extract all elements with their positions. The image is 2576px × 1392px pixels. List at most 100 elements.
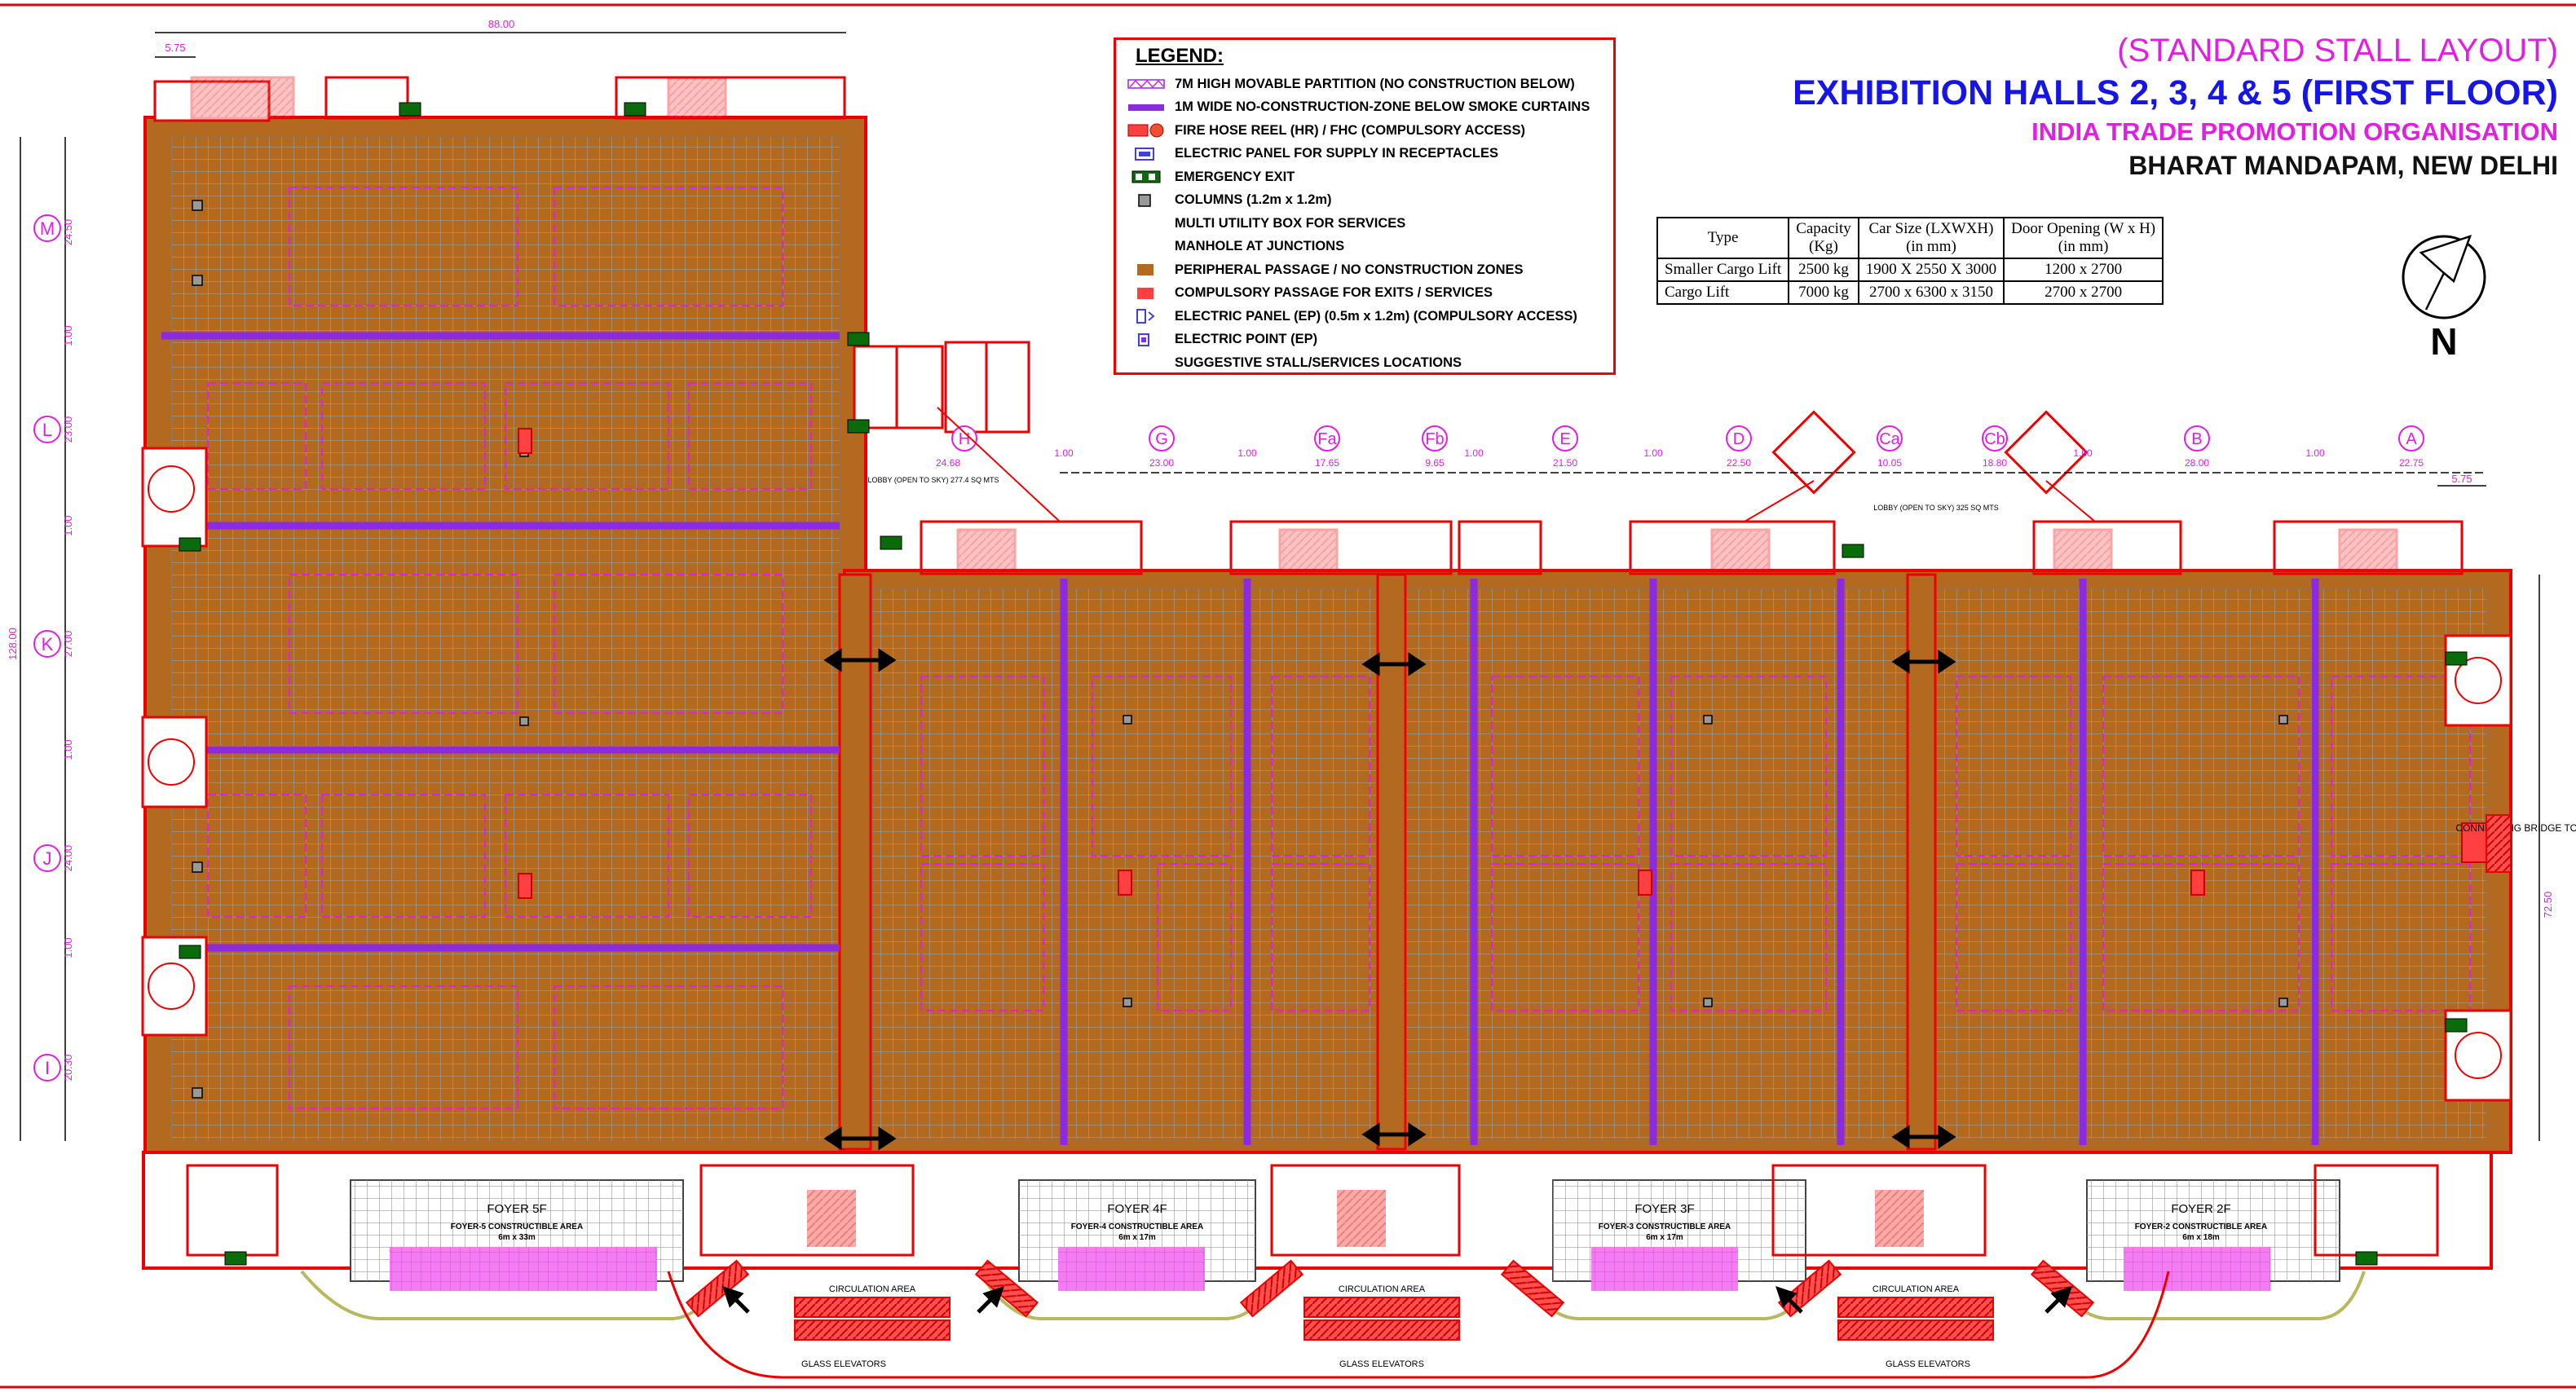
dim-top-width: 88.00 bbox=[488, 18, 515, 30]
grid-row-label: I bbox=[45, 1058, 50, 1078]
peripheral-passage bbox=[838, 573, 872, 1151]
dim-top-seg: 24.68 bbox=[936, 457, 960, 469]
compulsory-passage-icon bbox=[1127, 286, 1165, 301]
emergency-exit-icon bbox=[1127, 170, 1165, 184]
circulation-label: CIRCULATION AREA bbox=[1339, 1284, 1426, 1294]
grid-row-label: M bbox=[40, 218, 55, 239]
entry-arrows bbox=[722, 1286, 2072, 1314]
dim-left-seg: 23.00 bbox=[62, 416, 74, 443]
dim-top-seg: 9.65 bbox=[1425, 457, 1445, 469]
foyer-area-size: 6m x 18m bbox=[2182, 1233, 2220, 1242]
legend-label: 1M WIDE NO-CONSTRUCTION-ZONE BELOW SMOKE… bbox=[1175, 99, 1590, 115]
foyer-name: FOYER 4F bbox=[1107, 1202, 1167, 1216]
grid-col-label: Fa bbox=[1317, 430, 1337, 448]
foyer-name: FOYER 3F bbox=[1634, 1202, 1694, 1216]
glass-elevators-label: GLASS ELEVATORS bbox=[1886, 1359, 1970, 1369]
lobby-left-label: LOBBY (OPEN TO SKY) 277.4 SQ MTS bbox=[867, 476, 999, 484]
foyer-2f bbox=[2086, 1179, 2340, 1291]
foyer-area-title: FOYER-2 CONSTRUCTIBLE AREA bbox=[2135, 1222, 2267, 1231]
glass-elevators-label: GLASS ELEVATORS bbox=[801, 1359, 886, 1369]
grid-col-markers bbox=[951, 425, 2424, 452]
compass-icon: N bbox=[2402, 234, 2486, 363]
dim-top-seg: 17.65 bbox=[1315, 457, 1339, 469]
table-header: Car Size (LXWXH) (in mm) bbox=[1857, 217, 2005, 259]
layout-type-title: (STANDARD STALL LAYOUT) bbox=[2117, 33, 2558, 68]
legend-item: PERIPHERAL PASSAGE / NO CONSTRUCTION ZON… bbox=[1127, 258, 1602, 282]
foyer-name: FOYER 2F bbox=[2171, 1202, 2230, 1216]
peripheral-passage bbox=[1376, 573, 1407, 1151]
grid-row-label: L bbox=[42, 420, 52, 440]
dim-top-seg: 1.00 bbox=[1237, 447, 1257, 459]
legend: LEGEND: 7M HIGH MOVABLE PARTITION (NO CO… bbox=[1114, 37, 1616, 375]
stall-outlines bbox=[207, 187, 2471, 1109]
dim-left-seg: 20.30 bbox=[62, 1055, 74, 1081]
dim-top-seg: 23.00 bbox=[1149, 457, 1174, 469]
dim-left-seg: 1.00 bbox=[62, 937, 74, 958]
grid-col-label: B bbox=[2191, 430, 2202, 448]
hall-right bbox=[843, 569, 2512, 1154]
legend-item: EMERGENCY EXIT bbox=[1127, 165, 1602, 189]
table-cell: 2700 x 6300 x 3150 bbox=[1857, 280, 2005, 305]
dim-top-seg: 1.00 bbox=[1464, 447, 1484, 459]
connecting-bridge bbox=[2486, 814, 2512, 873]
table-row: Smaller Cargo Lift 2500 kg 1900 X 2550 X… bbox=[1656, 258, 2164, 282]
dim-top-seg: 22.75 bbox=[2399, 457, 2424, 469]
grid-col-label: Fb bbox=[1425, 430, 1444, 448]
dimension-lines bbox=[20, 32, 2540, 1141]
service-rooms-top-left bbox=[153, 76, 846, 122]
legend-item: 1M WIDE NO-CONSTRUCTION-ZONE BELOW SMOKE… bbox=[1127, 96, 1602, 120]
legend-label: ELECTRIC POINT (EP) bbox=[1175, 332, 1318, 347]
grid-row-label: K bbox=[42, 634, 54, 654]
legend-label: ELECTRIC PANEL (EP) (0.5m x 1.2m) (COMPU… bbox=[1175, 308, 1577, 324]
foyer-area-title: FOYER-4 CONSTRUCTIBLE AREA bbox=[1071, 1222, 1203, 1231]
legend-heading: LEGEND: bbox=[1136, 45, 1224, 67]
circulation-label: CIRCULATION AREA bbox=[829, 1284, 916, 1294]
legend-item: COLUMNS (1.2m x 1.2m) bbox=[1127, 189, 1602, 213]
electric-panel-ep-icon bbox=[1127, 309, 1165, 324]
legend-label: COMPULSORY PASSAGE FOR EXITS / SERVICES bbox=[1175, 285, 1493, 301]
peripheral-passage bbox=[1906, 573, 1937, 1151]
grid-col-label: A bbox=[2406, 430, 2417, 448]
grid-row-markers bbox=[33, 214, 61, 1081]
north-arrow: N bbox=[2397, 220, 2494, 367]
legend-label: ELECTRIC PANEL FOR SUPPLY IN RECEPTACLES bbox=[1175, 146, 1498, 161]
escalators bbox=[794, 1297, 1994, 1341]
fire-hose-reel-icon bbox=[1127, 123, 1165, 138]
partition-arrows bbox=[823, 648, 1956, 1151]
column-icon bbox=[1127, 193, 1165, 208]
grid-col-label: E bbox=[1559, 430, 1570, 448]
legend-item: ELECTRIC POINT (EP) bbox=[1127, 328, 1602, 352]
dim-top-seg: 10.05 bbox=[1877, 457, 1902, 469]
legend-label: 7M HIGH MOVABLE PARTITION (NO CONSTRUCTI… bbox=[1175, 76, 1575, 91]
venue-title: BHARAT MANDAPAM, NEW DELHI bbox=[2128, 151, 2558, 180]
legend-label: SUGGESTIVE STALL/SERVICES LOCATIONS bbox=[1175, 355, 1462, 370]
grid-col-label: Ca bbox=[1879, 430, 1900, 448]
table-cell: 2700 x 2700 bbox=[2003, 280, 2164, 305]
legend-item: MANHOLE AT JUNCTIONS bbox=[1127, 236, 1602, 259]
dim-top-seg: 28.00 bbox=[2185, 457, 2209, 469]
legend-item: SUGGESTIVE STALL/SERVICES LOCATIONS bbox=[1127, 351, 1602, 375]
legend-item: MULTI UTILITY BOX FOR SERVICES bbox=[1127, 212, 1602, 236]
dim-right-height: 72.50 bbox=[2542, 892, 2554, 918]
electric-panel-receptacle-icon bbox=[1127, 147, 1165, 161]
table-header: Type bbox=[1656, 217, 1790, 259]
foyer-area-title: FOYER-5 CONSTRUCTIBLE AREA bbox=[451, 1222, 583, 1231]
lobby-right-label: LOBBY (OPEN TO SKY) 325 SQ MTS bbox=[1873, 504, 1999, 512]
compulsory-access-blocks bbox=[518, 428, 2487, 899]
table-cell: 7000 kg bbox=[1788, 280, 1859, 305]
connecting-bridge-label: CONNECTING BRIDGE TO EXH. HALL 2F bbox=[2455, 822, 2576, 834]
movable-partition-icon bbox=[1127, 77, 1165, 91]
table-cell: 2500 kg bbox=[1788, 258, 1859, 282]
legend-label: FIRE HOSE REEL (HR) / FHC (COMPULSORY AC… bbox=[1175, 122, 1525, 138]
legend-item: COMPULSORY PASSAGE FOR EXITS / SERVICES bbox=[1127, 282, 1602, 306]
smoke-curtain-line-icon bbox=[1127, 100, 1165, 115]
dim-top-offset: 5.75 bbox=[165, 42, 185, 54]
smoke-curtains bbox=[161, 332, 2319, 1145]
emergency-exit-icons bbox=[179, 102, 2468, 1266]
legend-label: EMERGENCY EXIT bbox=[1175, 169, 1295, 184]
title-block: (STANDARD STALL LAYOUT) EXHIBITION HALLS… bbox=[1793, 31, 2558, 183]
legend-item: ELECTRIC PANEL FOR SUPPLY IN RECEPTACLES bbox=[1127, 143, 1602, 166]
grid-col-label: G bbox=[1155, 430, 1168, 448]
dim-left-seg: 1.00 bbox=[62, 739, 74, 760]
